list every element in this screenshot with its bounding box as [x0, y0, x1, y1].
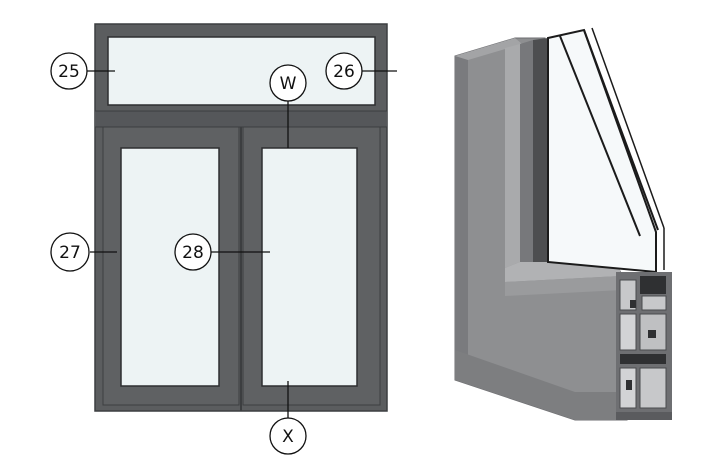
callout-w-label: W [280, 74, 297, 94]
callout-25-label: 25 [58, 62, 80, 82]
callout-25: 25 [50, 52, 88, 90]
transom-bar [95, 111, 387, 127]
callout-28-label: 28 [182, 243, 204, 263]
callout-x-label: X [282, 427, 294, 447]
right-sash-glass [261, 147, 358, 387]
callout-26: 26 [325, 52, 363, 90]
callout-w: W [269, 64, 307, 102]
profile-cross-section [616, 272, 672, 420]
leader-lines [87, 70, 397, 418]
profile-section-3d [454, 27, 672, 421]
callout-x: X [269, 417, 307, 455]
callout-28: 28 [174, 233, 212, 271]
left-sash-glass [120, 147, 220, 387]
callout-26-label: 26 [333, 62, 355, 82]
callout-27: 27 [50, 232, 90, 272]
callout-27-label: 27 [59, 243, 81, 263]
